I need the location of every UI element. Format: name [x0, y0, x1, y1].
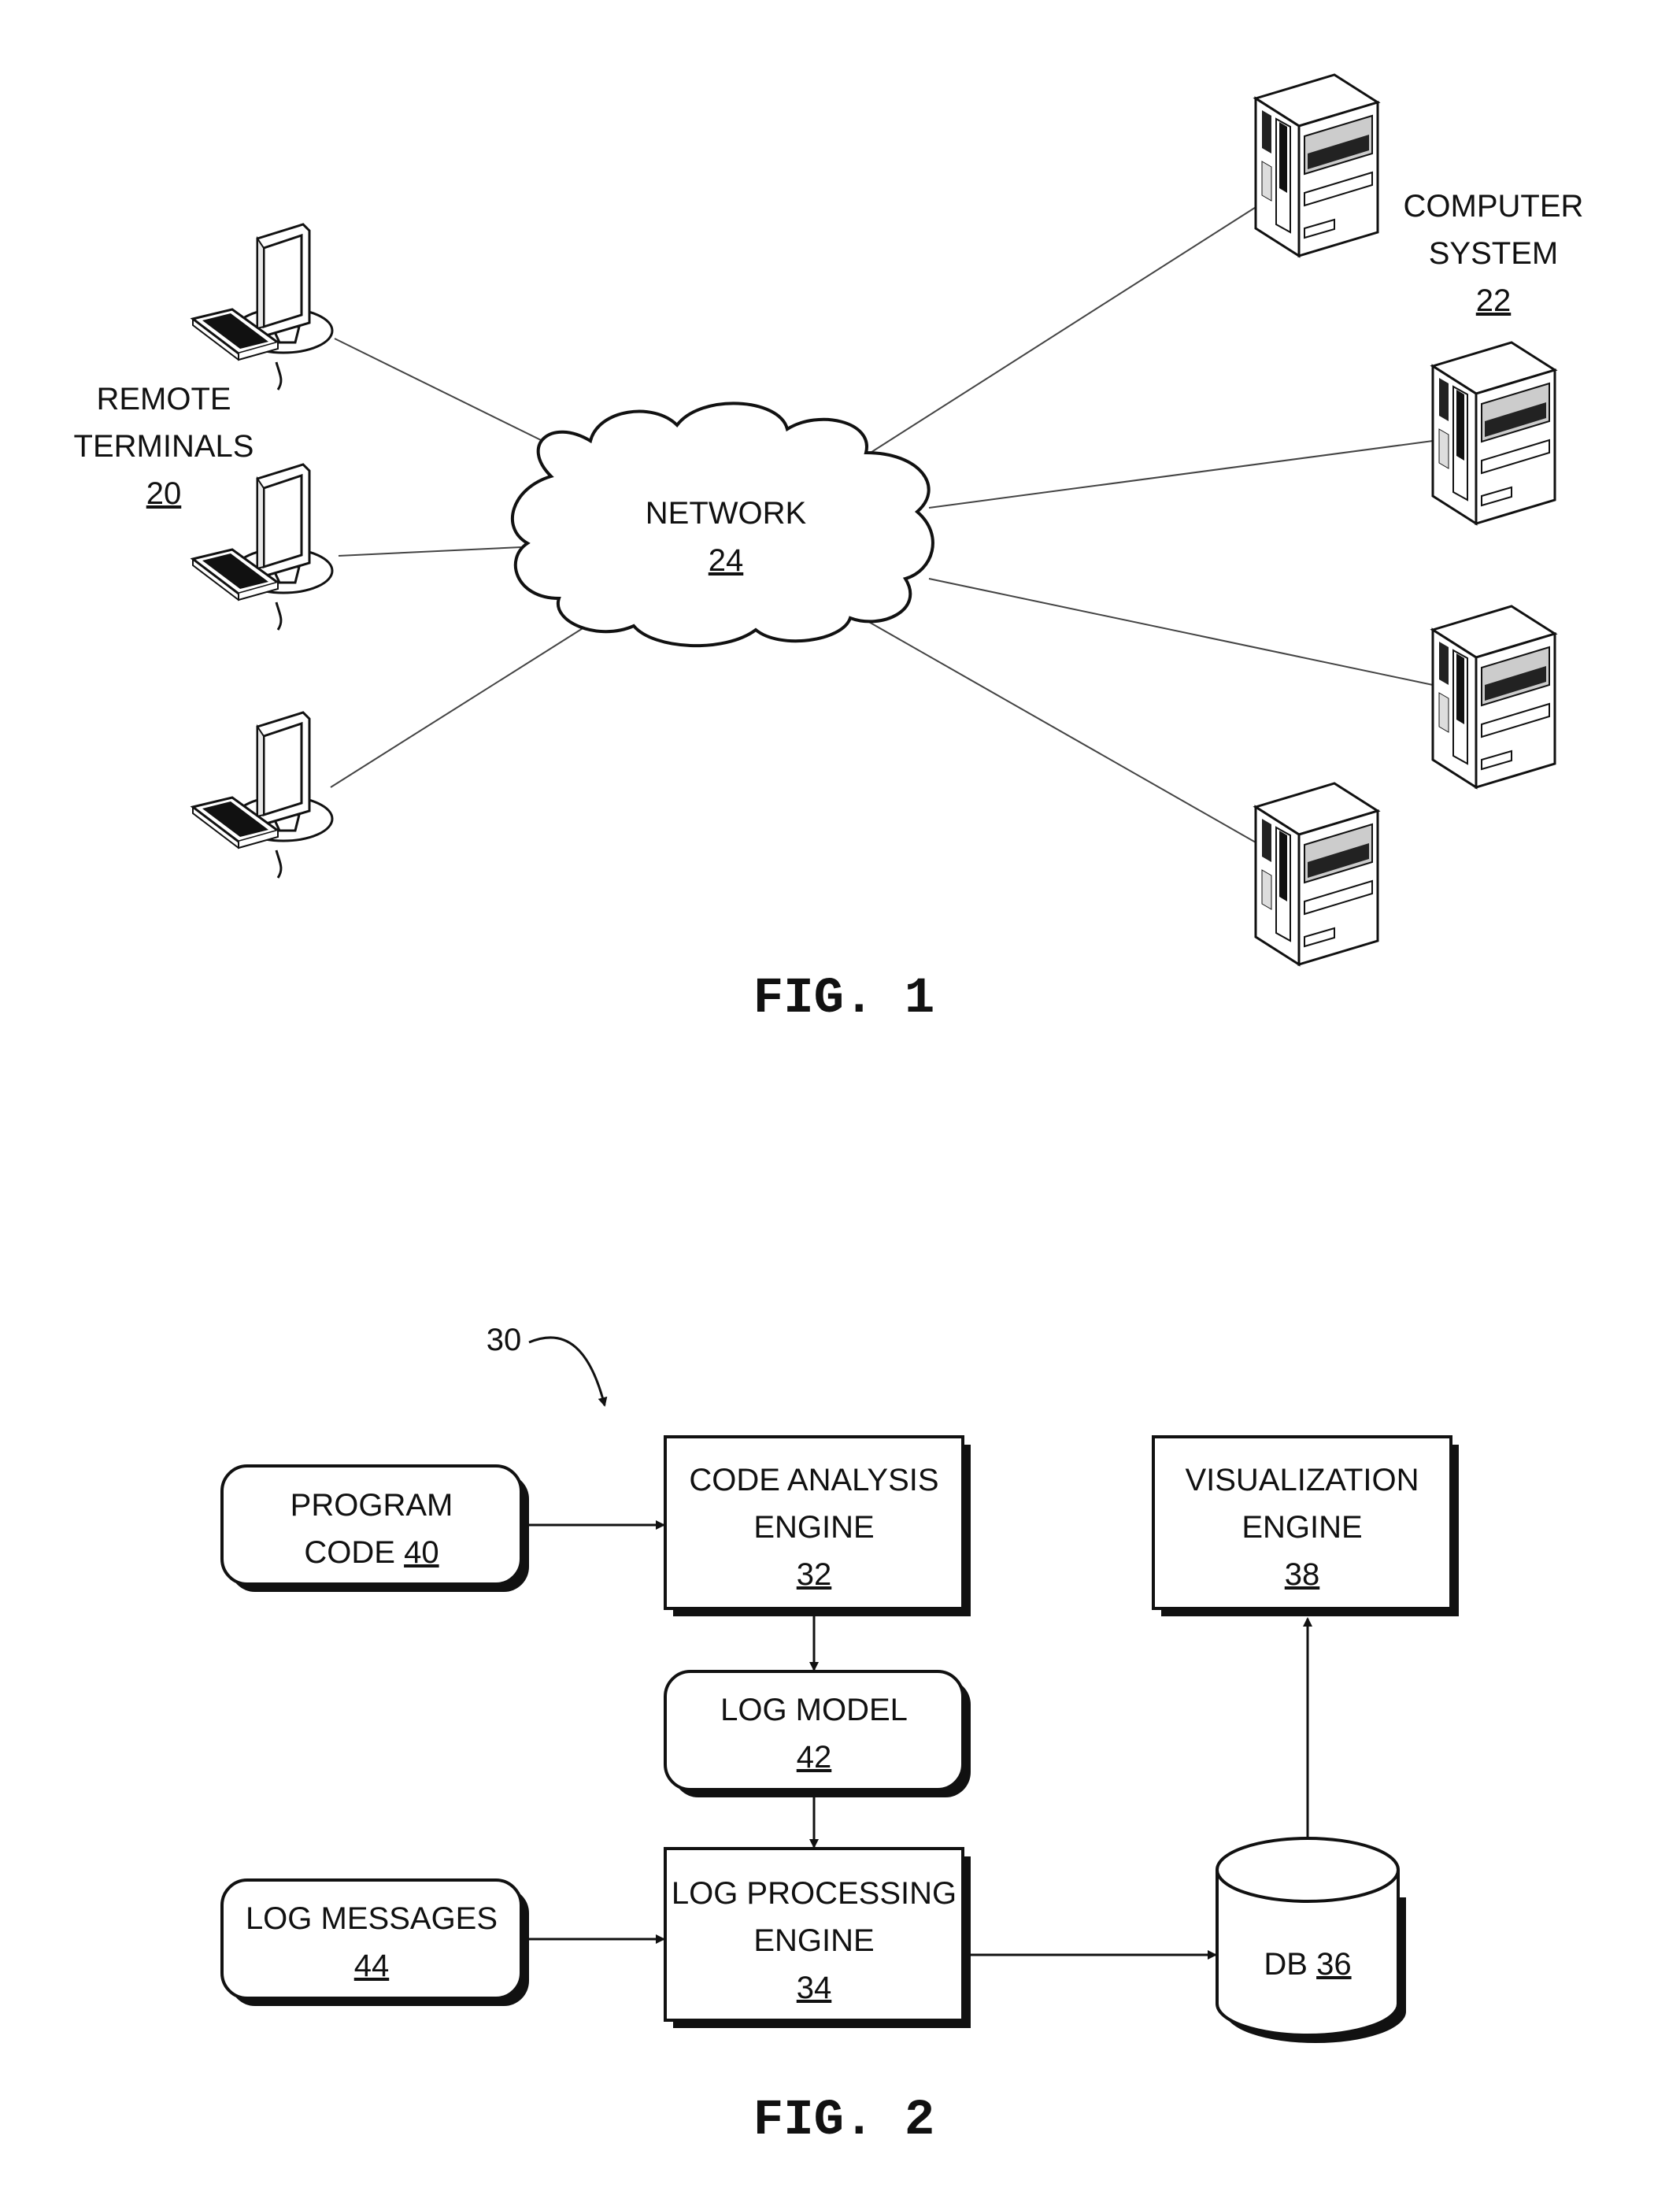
svg-text:LOG PROCESSING: LOG PROCESSING — [672, 1876, 957, 1911]
remote-terminal-icon — [193, 465, 332, 630]
network-label: NETWORK — [646, 496, 807, 531]
server-icon — [1256, 75, 1378, 256]
server-icon — [1256, 783, 1378, 964]
svg-text:DB 36: DB 36 — [1264, 1947, 1351, 1982]
computer-system-label: SYSTEM — [1429, 236, 1558, 271]
svg-text:CODE ANALYSIS: CODE ANALYSIS — [689, 1463, 938, 1497]
network-ref: 24 — [709, 543, 744, 578]
svg-text:38: 38 — [1285, 1557, 1320, 1592]
db-cylinder: DB 36 — [1217, 1838, 1406, 2043]
program-code-box: PROGRAM CODE 40 — [222, 1466, 529, 1592]
server-icon — [1433, 606, 1555, 787]
svg-text:LOG MESSAGES: LOG MESSAGES — [246, 1901, 498, 1936]
svg-text:CODE 40: CODE 40 — [304, 1535, 439, 1570]
remote-terminals-label: TERMINALS — [74, 429, 254, 464]
svg-text:PROGRAM: PROGRAM — [290, 1488, 453, 1523]
svg-text:ENGINE: ENGINE — [1241, 1510, 1362, 1545]
computer-system-label: COMPUTER — [1404, 189, 1584, 224]
server-icon — [1433, 342, 1555, 524]
log-processing-engine-box: LOG PROCESSING ENGINE 34 — [665, 1849, 971, 2028]
svg-text:VISUALIZATION: VISUALIZATION — [1185, 1463, 1419, 1497]
remote-terminals-label: REMOTE — [96, 382, 231, 416]
log-model-box: LOG MODEL 42 — [665, 1671, 971, 1797]
remote-terminal-icon — [193, 713, 332, 878]
svg-text:ENGINE: ENGINE — [753, 1923, 874, 1958]
svg-text:44: 44 — [354, 1949, 390, 1983]
svg-text:ENGINE: ENGINE — [753, 1510, 874, 1545]
svg-text:32: 32 — [797, 1557, 832, 1592]
fig2-caption: FIG. 2 — [753, 2093, 934, 2149]
remote-terminals-ref: 20 — [146, 476, 182, 511]
log-messages-box: LOG MESSAGES 44 — [222, 1880, 529, 2006]
system-ref: 30 — [487, 1323, 522, 1357]
computer-system-ref: 22 — [1476, 283, 1512, 318]
svg-text:LOG MODEL: LOG MODEL — [720, 1693, 908, 1727]
fig1-caption: FIG. 1 — [753, 971, 934, 1027]
visualization-engine-box: VISUALIZATION ENGINE 38 — [1153, 1437, 1459, 1616]
system-ref-arrow — [529, 1338, 605, 1405]
svg-text:42: 42 — [797, 1740, 832, 1775]
code-analysis-engine-box: CODE ANALYSIS ENGINE 32 — [665, 1437, 971, 1616]
remote-terminal-icon — [193, 224, 332, 390]
svg-text:34: 34 — [797, 1971, 832, 2005]
